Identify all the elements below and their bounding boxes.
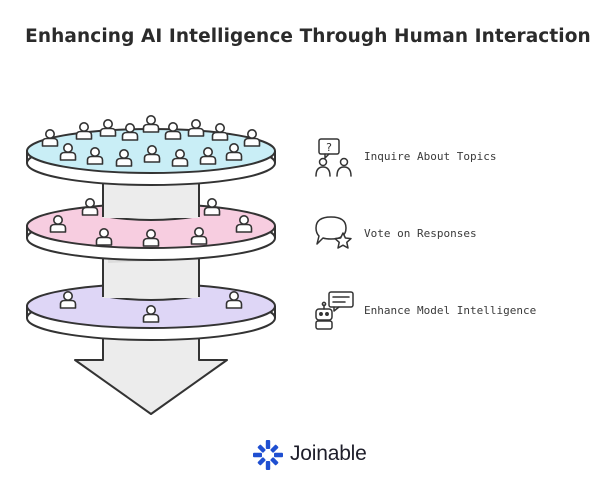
- robot-chat-icon: [315, 291, 354, 330]
- svg-text:?: ?: [326, 141, 332, 154]
- step-label-enhance: Enhance Model Intelligence: [364, 304, 537, 317]
- brand-name: Joinable: [290, 442, 367, 465]
- joinable-logo-icon: [253, 440, 283, 470]
- question-people-icon: ?: [315, 138, 352, 177]
- disc-top: [26, 115, 276, 186]
- brand: Joinable: [252, 438, 367, 470]
- step-label-vote: Vote on Responses: [364, 227, 477, 240]
- speech-bubble-star-icon: [315, 216, 352, 249]
- step-label-inquire: Inquire About Topics: [364, 150, 497, 163]
- diagram-title: Enhancing AI Intelligence Through Human …: [25, 26, 591, 47]
- disc-bottom: [26, 272, 276, 341]
- brand-logo-spacer: [252, 438, 284, 470]
- disc-middle: [26, 190, 276, 261]
